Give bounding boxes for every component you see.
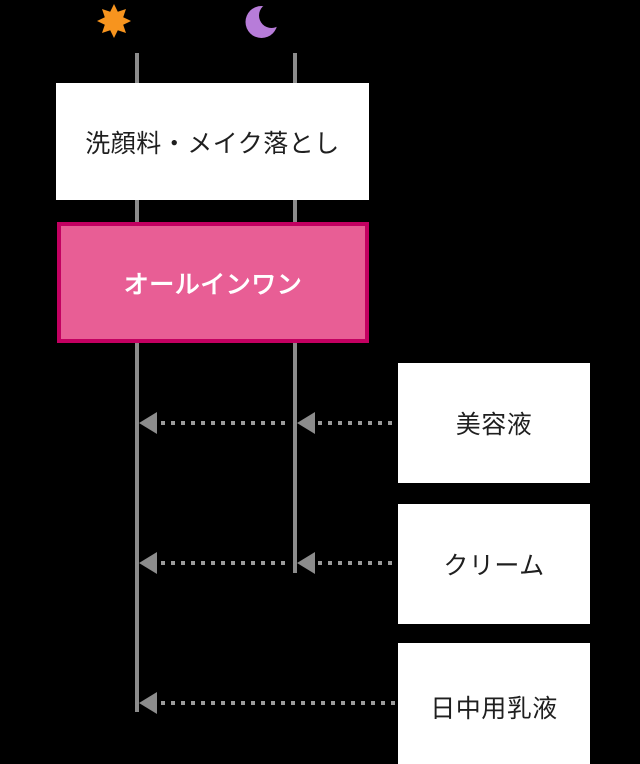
all-in-one-label: オールインワン: [123, 270, 303, 299]
day-emulsion-box: 日中用乳液: [398, 643, 590, 764]
cream-arrowhead-day-line: [139, 552, 157, 574]
all-in-one-box: オールインワン: [57, 222, 369, 343]
day-emulsion-label: 日中用乳液: [430, 695, 558, 723]
serum-box: 美容液: [398, 363, 590, 483]
serum-label: 美容液: [455, 411, 533, 439]
serum-arrowhead-night-line: [297, 412, 315, 434]
serum-arrowhead-day-line: [139, 412, 157, 434]
day-column-line: [135, 53, 139, 712]
cleanser-box: 洗顔料・メイク落とし: [56, 83, 369, 200]
cream-box: クリーム: [398, 504, 590, 624]
cream-dotted-line-right: [318, 561, 398, 565]
day-emulsion-dotted-line: [161, 701, 398, 705]
cleanser-label: 洗顔料・メイク落とし: [85, 129, 340, 158]
day-emulsion-arrowhead-day-line: [139, 692, 157, 714]
cream-label: クリーム: [443, 552, 545, 580]
sun-icon: [97, 4, 131, 38]
cream-dotted-line-left: [161, 561, 291, 565]
cream-arrowhead-night-line: [297, 552, 315, 574]
serum-dotted-line-left: [161, 421, 291, 425]
moon-icon: [245, 4, 280, 38]
serum-dotted-line-right: [318, 421, 398, 425]
